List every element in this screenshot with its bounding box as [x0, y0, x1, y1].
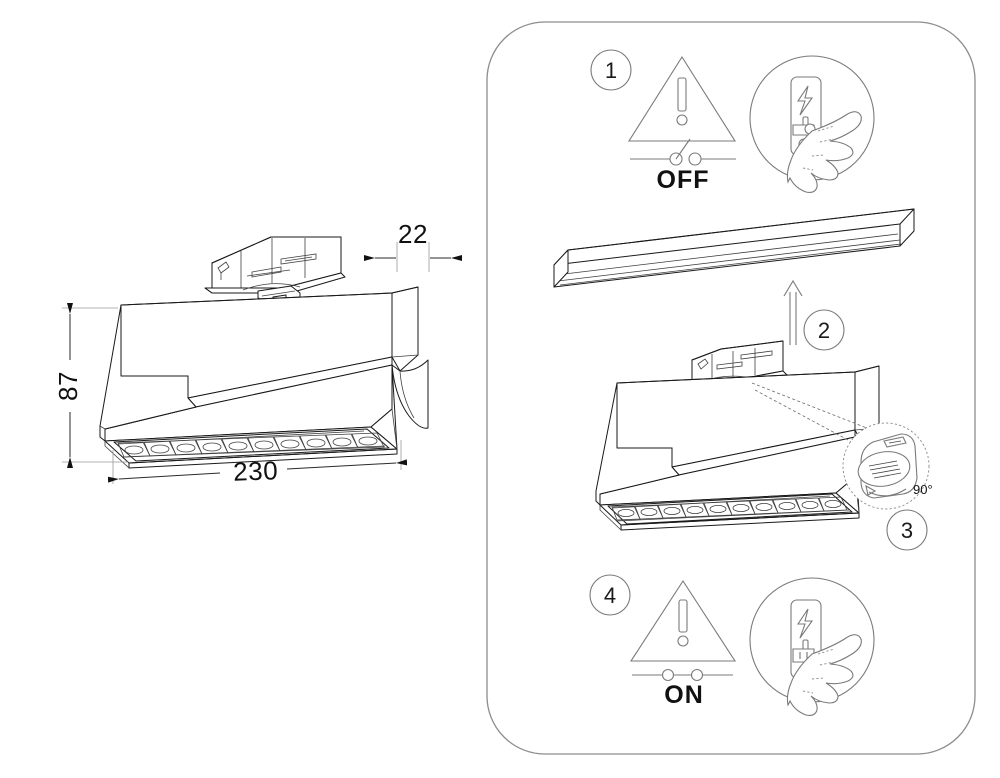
- step-4-badge: [589, 574, 631, 616]
- step-1-number: 1: [605, 58, 617, 83]
- magnetic-track-rail: [553, 208, 915, 288]
- track-adapter-assembly: [204, 236, 346, 305]
- switch-off-icon: [630, 138, 736, 166]
- step-2-group: 2: [553, 208, 915, 351]
- step-3-badge: [886, 509, 928, 551]
- step-3-number: 3: [901, 518, 913, 543]
- rotation-detail: [842, 422, 930, 510]
- dimension-label-230: 230: [233, 455, 279, 487]
- step-1-group: 1 OFF: [590, 49, 875, 194]
- step-1-state-label: OFF: [657, 166, 710, 194]
- step-2-number: 2: [818, 318, 830, 343]
- step-3-group: 90° 3: [751, 382, 933, 551]
- hand-breaker-off-detail: [749, 55, 875, 193]
- dimension-adapter-22: 22: [364, 219, 462, 272]
- switch-on-icon: [632, 668, 733, 682]
- dimension-height-87: 87: [53, 303, 128, 468]
- up-arrow-icon: [783, 279, 803, 345]
- dimension-label-22: 22: [398, 219, 428, 249]
- luminaire-body: [99, 286, 429, 469]
- instruction-panel: 1 OFF: [486, 21, 976, 755]
- led-cell-group-2: [611, 496, 848, 521]
- step-4-state-label: ON: [664, 681, 704, 709]
- warning-triangle-icon-2: [629, 579, 737, 662]
- led-cell-group: [117, 432, 385, 458]
- step-1-badge: [590, 49, 632, 91]
- warning-triangle-icon: [628, 55, 736, 142]
- step-4-number: 4: [604, 583, 616, 608]
- dimension-width-230: 230: [107, 440, 408, 487]
- panel-border: [486, 21, 976, 755]
- left-dimension-drawing: 87 230 22: [53, 219, 462, 487]
- hand-breaker-on-detail: [749, 577, 875, 716]
- step-4-group: 4 ON: [589, 574, 875, 716]
- step-2-badge: [803, 309, 845, 351]
- angle-label-90: 90°: [913, 482, 933, 497]
- luminaire-installed-view: [595, 340, 889, 531]
- dimension-label-87: 87: [53, 371, 83, 401]
